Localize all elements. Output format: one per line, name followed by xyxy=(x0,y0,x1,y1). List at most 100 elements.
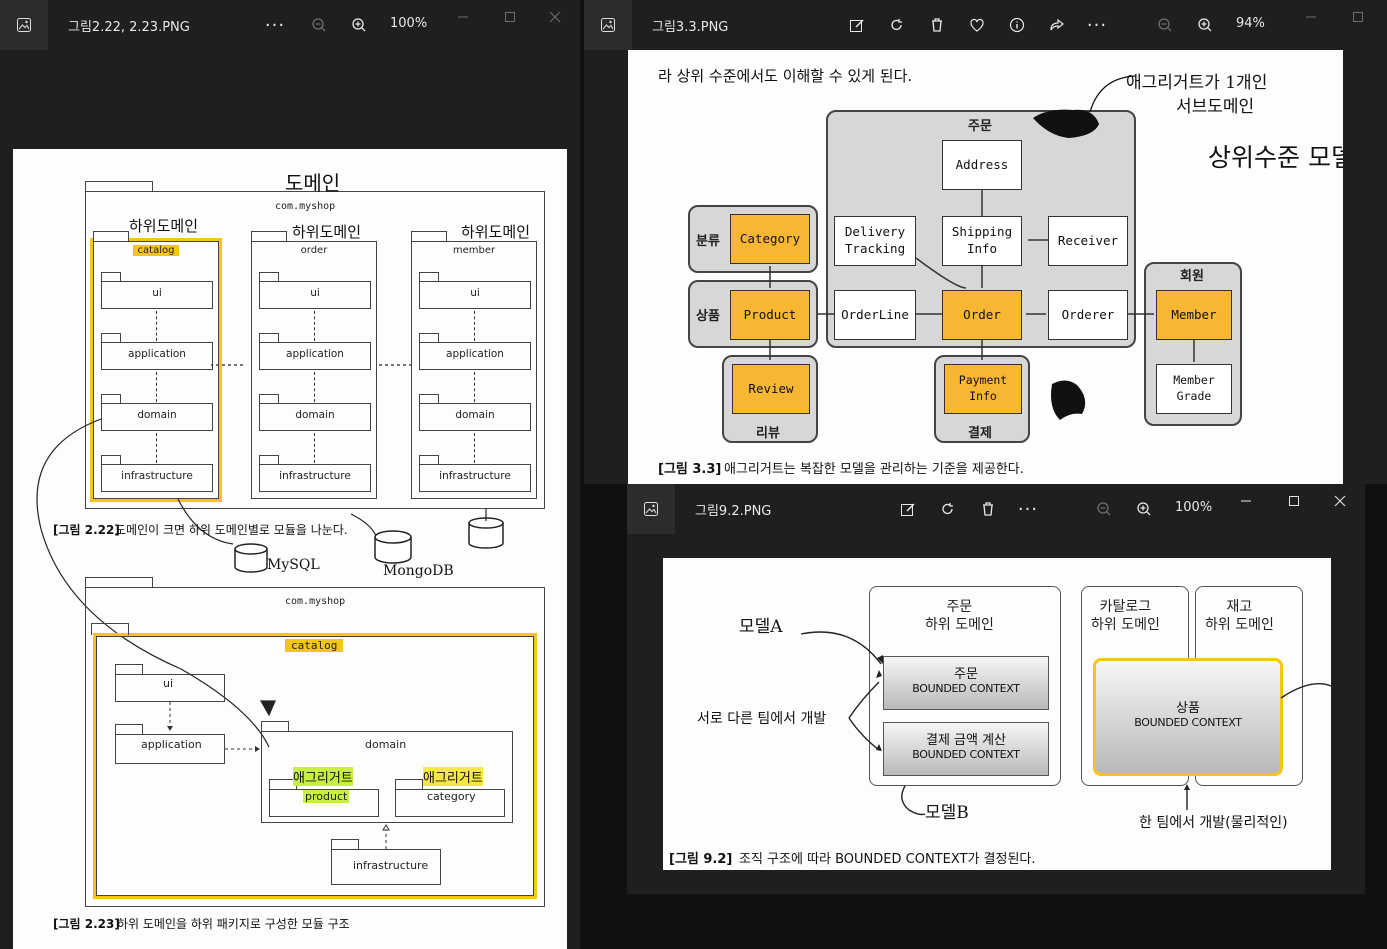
layer-ui-order xyxy=(259,281,371,309)
diff-teams-label: 서로 다른 팀에서 개발 xyxy=(697,711,827,727)
layer-label-ui-order: ui xyxy=(310,287,320,299)
layer-tab-domain-member xyxy=(419,394,439,403)
category-tab xyxy=(395,779,423,789)
one-team-label: 한 팀에서 개발(물리적인) xyxy=(1139,815,1288,831)
zoom-out-button[interactable] xyxy=(1150,10,1180,40)
application-label: application xyxy=(141,738,202,751)
rotate-button[interactable] xyxy=(882,10,912,40)
category-label: category xyxy=(427,790,476,803)
zoom-level: 100% xyxy=(390,16,428,31)
zoom-in-button[interactable] xyxy=(1190,10,1220,40)
layer-dependency-arrow xyxy=(156,311,157,341)
figure-3-3-image: 라 상위 수준에서도 이해할 수 있게 된다. 애그리거트가 1개인 서브도메인… xyxy=(628,50,1343,484)
subpackage-catalog xyxy=(93,241,219,499)
more-options-button[interactable]: ··· xyxy=(1082,10,1112,40)
rotate-icon xyxy=(891,19,902,31)
edit-button[interactable] xyxy=(842,10,872,40)
zoom-out-button[interactable] xyxy=(304,10,334,40)
aggregate-note-2: 애그리거트 xyxy=(423,767,483,786)
layer-dependency-arrow xyxy=(156,433,157,463)
layer-tab-infrastructure-member xyxy=(419,455,439,464)
maximize-icon xyxy=(505,12,515,22)
subpackage-order xyxy=(251,241,377,499)
zoom-in-icon xyxy=(1137,502,1151,516)
layer-infrastructure-order xyxy=(259,464,371,492)
maximize-button[interactable] xyxy=(1343,2,1373,32)
delete-button[interactable] xyxy=(922,10,952,40)
layer-tab-application-catalog xyxy=(101,333,121,342)
subpackage-tab-catalog xyxy=(93,231,129,241)
subpackage-member xyxy=(411,241,537,499)
layer-application-catalog xyxy=(101,342,213,370)
photo-app-icon[interactable] xyxy=(584,0,632,50)
layer-label-domain-order: domain xyxy=(295,409,335,421)
layer-dependency-arrow xyxy=(156,372,157,402)
favorite-button[interactable] xyxy=(962,10,992,40)
box-category: Category xyxy=(730,214,810,264)
box-member-grade: Member Grade xyxy=(1156,364,1232,414)
bc-payment-title: 결제 금액 계산 xyxy=(925,733,1007,748)
group-payment-label: 결제 xyxy=(968,426,992,441)
close-button[interactable] xyxy=(1325,486,1355,516)
group-category-label: 분류 xyxy=(696,234,720,249)
layer-ui-catalog xyxy=(101,281,213,309)
order-subdomain-label: 주문 하위 도메인 xyxy=(925,599,994,634)
more-options-button[interactable]: ··· xyxy=(1013,494,1043,524)
minimize-icon xyxy=(458,16,468,18)
subpackage-label-member: member xyxy=(452,245,496,256)
layer-label-application-catalog: application xyxy=(128,348,186,360)
zoom-in-button[interactable] xyxy=(344,10,374,40)
domain-label: domain xyxy=(365,738,407,751)
photo-app-icon[interactable] xyxy=(627,484,675,534)
photo-app-icon[interactable] xyxy=(0,0,48,50)
note-subdomain: 서브도메인 xyxy=(1176,97,1255,117)
delete-button[interactable] xyxy=(973,494,1003,524)
group-order-label: 주문 xyxy=(968,119,992,134)
bc-product-title: 상품 xyxy=(1176,701,1200,716)
subpackage-tab-order xyxy=(251,231,287,241)
maximize-button[interactable] xyxy=(495,2,525,32)
aggregate-note-1: 애그리거트 xyxy=(293,767,353,786)
maximize-icon xyxy=(1289,496,1299,506)
fig-2-23-caption-text: 하위 도메인을 하위 패키지로 구성한 모듈 구조 xyxy=(117,917,350,931)
layer-application-order xyxy=(259,342,371,370)
minimize-button[interactable] xyxy=(1296,2,1326,32)
layer-label-application-order: application xyxy=(286,348,344,360)
group-member-label: 회원 xyxy=(1180,269,1204,284)
box-product: Product xyxy=(730,290,810,340)
note-aggregate-one: 애그리거트가 1개인 xyxy=(1126,73,1268,93)
root-package-name: com.myshop xyxy=(275,201,336,212)
more-options-button[interactable]: ··· xyxy=(260,10,290,40)
top-text-line: 라 상위 수준에서도 이해할 수 있게 된다. xyxy=(658,67,913,85)
layer-domain-catalog xyxy=(101,403,213,431)
root-package-frame-223 xyxy=(85,587,545,907)
layer-dependency-arrow xyxy=(474,311,475,341)
subpackage-label-catalog: catalog xyxy=(133,245,179,256)
maximize-button[interactable] xyxy=(1279,486,1309,516)
box-orderline: OrderLine xyxy=(834,290,916,340)
bc-product-suffix: BOUNDED CONTEXT xyxy=(1134,716,1242,729)
box-payment-info: Payment Info xyxy=(944,364,1022,414)
zoom-in-button[interactable] xyxy=(1129,494,1159,524)
close-icon xyxy=(1334,495,1346,507)
layer-dependency-arrow xyxy=(474,372,475,402)
layer-dependency-arrow xyxy=(474,433,475,463)
edit-button[interactable] xyxy=(893,494,923,524)
info-button[interactable] xyxy=(1002,10,1032,40)
layer-infrastructure-member xyxy=(419,464,531,492)
db-cylinders xyxy=(36,364,504,748)
layer-tab-infrastructure-catalog xyxy=(101,455,121,464)
close-button[interactable] xyxy=(540,2,570,32)
zoom-out-icon xyxy=(1097,502,1111,516)
minimize-button[interactable] xyxy=(448,2,478,32)
zoom-out-button[interactable] xyxy=(1089,494,1119,524)
zoom-in-icon xyxy=(1198,18,1212,32)
share-button[interactable] xyxy=(1042,10,1072,40)
box-review: Review xyxy=(732,364,810,414)
bc-order-suffix: BOUNDED CONTEXT xyxy=(912,682,1020,695)
minimize-button[interactable] xyxy=(1231,486,1261,516)
note-high-level-model: 상위수준 모델. xyxy=(1208,143,1343,172)
layer-label-ui-member: ui xyxy=(470,287,480,299)
bc-order-title: 주문 xyxy=(954,667,978,682)
rotate-button[interactable] xyxy=(933,494,963,524)
